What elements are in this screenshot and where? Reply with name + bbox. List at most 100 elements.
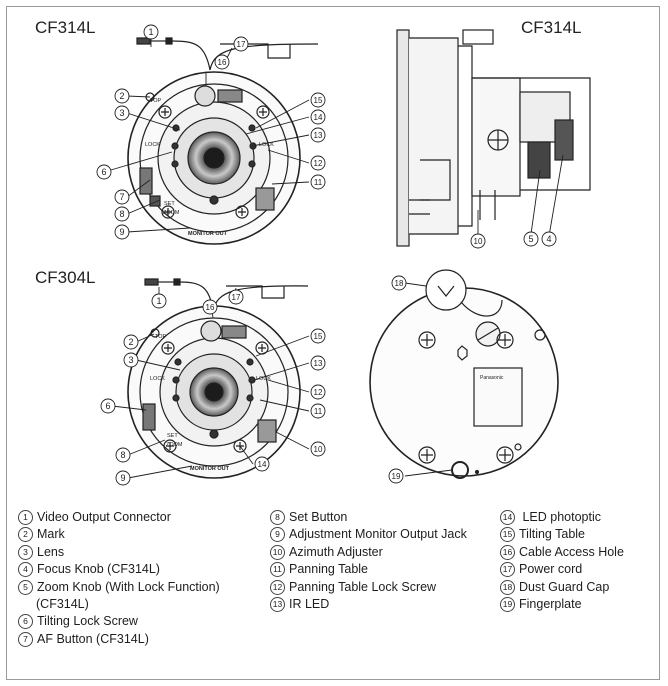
- svg-text:LOCK: LOCK: [150, 376, 165, 382]
- panasonic-label: Panasonic: [480, 375, 504, 381]
- callout-circle-3: [114, 105, 130, 121]
- callout-circle-1: [151, 293, 167, 309]
- callout-number-9: 9: [119, 227, 124, 237]
- callout-circle-18: [391, 275, 407, 291]
- cf304l-top-view: [127, 278, 309, 479]
- callout-number-1: 1: [156, 296, 161, 306]
- base-plate-view: [369, 269, 559, 479]
- callout-number-6: 6: [105, 401, 110, 411]
- callout-number-9: 9: [120, 473, 125, 483]
- callout-circle-7: [114, 189, 130, 205]
- svg-text:MONITOR OUT: MONITOR OUT: [188, 231, 228, 237]
- callout-number-19: 19: [392, 472, 401, 481]
- callout-circle-11: [310, 174, 326, 190]
- svg-text:LOCK: LOCK: [145, 142, 160, 148]
- svg-text:SET: SET: [164, 201, 175, 207]
- callout-number-7: 7: [119, 192, 124, 202]
- svg-text:MONITOR OUT: MONITOR OUT: [190, 466, 230, 472]
- callout-circle-8: [115, 447, 131, 463]
- callout-circle-8: [114, 206, 130, 222]
- callout-number-17: 17: [237, 40, 246, 49]
- callout-circle-15: [310, 92, 326, 108]
- callout-circle-10: [310, 441, 326, 457]
- callout-circle-16: [214, 54, 230, 70]
- svg-text:SET: SET: [167, 433, 178, 439]
- callout-number-11: 11: [314, 178, 323, 187]
- callout-number-8: 8: [119, 209, 124, 219]
- svg-text:ZOOM: ZOOM: [166, 442, 183, 448]
- title-cf314l-top-view: CF314L: [35, 18, 96, 37]
- callout-circle-9: [115, 470, 131, 486]
- callout-number-2: 2: [119, 91, 124, 101]
- callout-circle-5: [523, 231, 539, 247]
- callout-circle-6: [100, 398, 116, 414]
- svg-text:TOP: TOP: [155, 334, 167, 340]
- title-cf314l-side-view: CF314L: [521, 18, 582, 37]
- callout-number-6: 6: [101, 167, 106, 177]
- callout-circle-11: [310, 403, 326, 419]
- callout-leaders: [103, 36, 564, 479]
- callout-number-5: 5: [528, 234, 533, 244]
- callout-number-3: 3: [128, 355, 133, 365]
- callout-circle-13: [310, 127, 326, 143]
- callout-circle-17: [233, 36, 249, 52]
- cf314l-side-view: [396, 29, 591, 247]
- callout-number-2: 2: [128, 337, 133, 347]
- diagram-frame: [6, 6, 660, 680]
- callout-number-1: 1: [148, 27, 153, 37]
- callout-circle-17: [228, 289, 244, 305]
- callout-number-14: 14: [258, 460, 267, 469]
- callout-circle-4: [541, 231, 557, 247]
- title-cf304l-top-view: CF304L: [35, 268, 96, 287]
- callout-circle-19: [388, 468, 404, 484]
- cf304l-top-body-labels: TOP LOCK LOCK SET ZOOM MONITOR OUT: [150, 334, 271, 472]
- callout-number-17: 17: [232, 293, 241, 302]
- callout-circle-12: [310, 384, 326, 400]
- callout-circle-10: [470, 233, 486, 249]
- legend-item-5-continuation: (CF314L): [36, 597, 89, 612]
- callout-circle-14: [310, 109, 326, 125]
- callout-circle-1: [143, 24, 159, 40]
- callout-circle-16: [202, 299, 218, 315]
- callout-circle-3: [123, 352, 139, 368]
- callout-circle-12: [310, 155, 326, 171]
- svg-text:ZOOM: ZOOM: [163, 210, 180, 216]
- callout-circle-2: [123, 334, 139, 350]
- callout-number-18: 18: [395, 279, 404, 288]
- cf314l-top-body-labels: TOP LOCK LOCK SET ZOOM MONITOR OUT: [145, 98, 274, 237]
- callout-number-15: 15: [314, 332, 323, 341]
- callout-number-8: 8: [120, 450, 125, 460]
- callout-number-16: 16: [218, 58, 227, 67]
- callout-number-10: 10: [314, 445, 323, 454]
- svg-text:LOCK: LOCK: [259, 142, 274, 148]
- callout-number-10: 10: [474, 237, 483, 246]
- legend-item-14: 14 LED photoptic: [500, 509, 624, 526]
- callout-number-12: 12: [314, 388, 323, 397]
- cf314l-top-view: [127, 37, 319, 245]
- callout-number-13: 13: [314, 359, 323, 368]
- callout-number-11: 11: [314, 407, 323, 416]
- callout-circle-9: [114, 224, 130, 240]
- callout-circle-2: [114, 88, 130, 104]
- callout-number-16: 16: [206, 303, 215, 312]
- callout-circle-13: [310, 355, 326, 371]
